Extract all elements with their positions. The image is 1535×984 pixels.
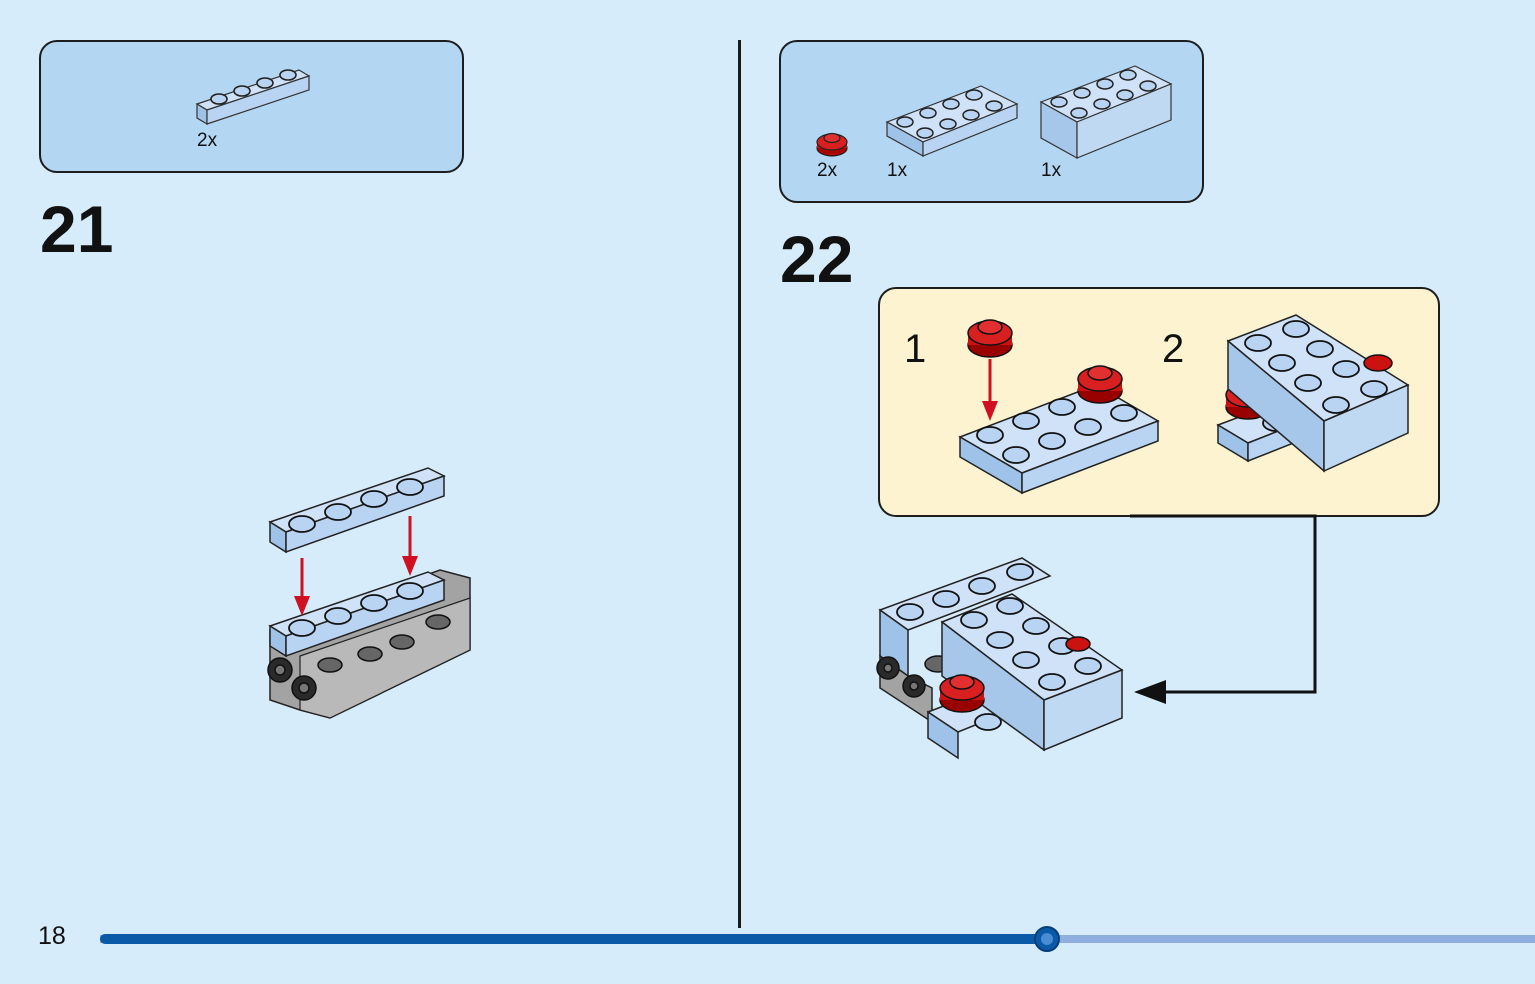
part-quantity: 2x (817, 160, 838, 181)
parts-list-step-22: 2x 1x 1x (779, 40, 1204, 203)
page-number: 18 (38, 922, 66, 950)
substep-2-illustration (1216, 314, 1410, 473)
step-22-assembly (876, 557, 1124, 760)
round-plate-red-icon (816, 132, 848, 157)
part-quantity: 1x (1041, 160, 1062, 181)
placement-arrow-icon (982, 359, 998, 421)
step-number: 21 (40, 192, 114, 266)
progress-marker-icon (1034, 926, 1060, 952)
step-number: 22 (780, 222, 854, 296)
round-plate-red-icon (1077, 365, 1123, 404)
part-quantity: 2x (197, 130, 218, 151)
placement-arrow-icon (294, 516, 418, 616)
substep-1-illustration (958, 319, 1160, 495)
page-divider (738, 40, 741, 928)
brick-2x4-light-blue-icon (1039, 65, 1173, 160)
plate-1x4-light-blue-icon (195, 69, 311, 126)
progress-completed (100, 934, 1047, 944)
wheel-icon (267, 657, 317, 701)
round-plate-red-icon (967, 319, 1013, 358)
progress-bar (100, 926, 1535, 952)
sub-assembly-callout: 1 2 (878, 287, 1440, 517)
part-quantity: 1x (887, 160, 908, 181)
round-plate-red-icon (939, 674, 985, 713)
substep-number: 1 (904, 327, 927, 371)
step-21-assembly (267, 467, 471, 719)
callout-connector-arrow (1130, 514, 1317, 704)
plate-2x4-light-blue-icon (885, 85, 1019, 158)
substep-number: 2 (1162, 327, 1185, 371)
parts-list-step-21: 2x (39, 40, 464, 173)
